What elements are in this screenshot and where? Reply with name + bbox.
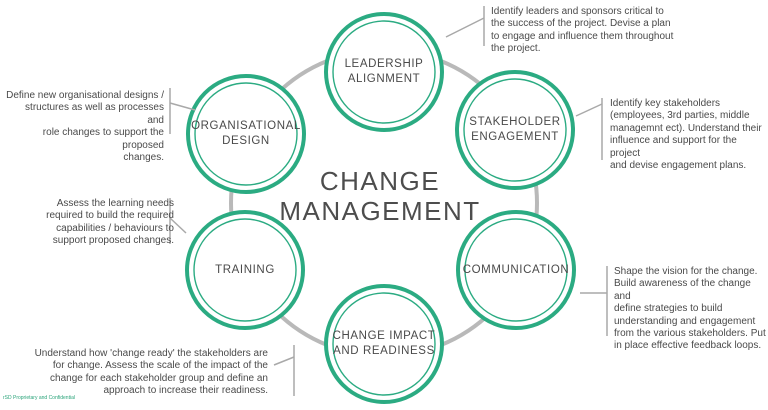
node-label-org-design: ORGANISATIONAL DESIGN — [191, 120, 301, 147]
description-org-design: Define new organisational designs / stru… — [6, 90, 164, 164]
connector-leadership — [445, 6, 485, 46]
connector-line — [169, 217, 187, 234]
node-org-design — [186, 74, 306, 194]
description-impact: Understand how 'change ready' the stakeh… — [34, 348, 268, 397]
connector-line — [445, 17, 485, 38]
node-label-stakeholder: STAKEHOLDER ENGAGEMENT — [469, 116, 561, 143]
diagram-title: CHANGE MANAGEMENT — [279, 166, 481, 226]
confidentiality-footer: rSD Proprietary and Confidential — [3, 395, 75, 401]
connector-stakeholder — [575, 98, 603, 160]
node-label-communication: COMMUNICATION — [462, 263, 570, 276]
node-communication — [456, 210, 576, 330]
description-leadership: Identify leaders and sponsors critical t… — [491, 6, 674, 55]
node-label-leadership: LEADERSHIP ALIGNMENT — [344, 58, 424, 85]
node-inner-ring — [194, 82, 298, 186]
node-inner-ring — [332, 20, 436, 124]
node-inner-ring — [464, 218, 568, 322]
connector-line — [575, 103, 603, 117]
node-inner-ring — [463, 78, 567, 182]
connector-training — [169, 198, 187, 244]
node-label-impact: CHANGE IMPACT AND READINESS — [332, 330, 436, 357]
node-label-training: TRAINING — [215, 263, 275, 276]
connector-org-design — [169, 88, 196, 134]
node-inner-ring — [332, 292, 436, 396]
description-communication: Shape the vision for the change. Build a… — [614, 266, 766, 352]
node-training — [185, 210, 305, 330]
node-leadership — [324, 12, 444, 132]
connector-line — [273, 356, 295, 366]
node-stakeholder — [455, 70, 575, 190]
connector-communication — [580, 266, 608, 336]
node-inner-ring — [193, 218, 297, 322]
description-stakeholder: Identify key stakeholders (employees, 3r… — [610, 98, 762, 172]
node-impact — [324, 284, 444, 404]
connector-line — [169, 102, 196, 111]
description-training: Assess the learning needs required to bu… — [46, 198, 174, 247]
connector-impact — [273, 345, 295, 396]
